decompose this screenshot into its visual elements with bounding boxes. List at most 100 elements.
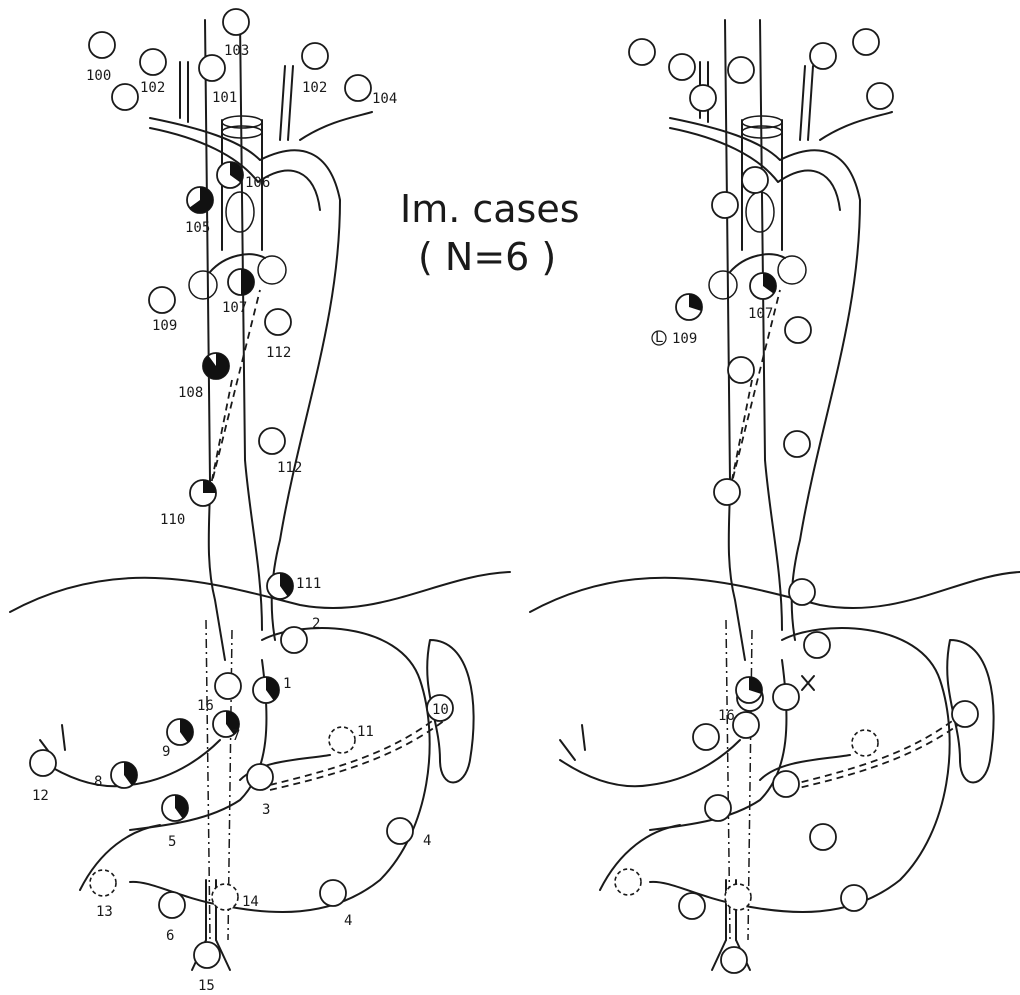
lymph-node-102a: [140, 49, 166, 75]
lymph-node-plain: [712, 192, 738, 218]
node-label-15: 15: [198, 978, 215, 994]
lymph-node-plain: [841, 885, 867, 911]
node-label-109: 109: [672, 331, 697, 347]
lymph-node-dashed: [615, 869, 641, 895]
node-label-1: 1: [283, 676, 291, 692]
lymph-node-plain: [867, 83, 893, 109]
lymph-node-plain: [804, 632, 830, 658]
node-label-12: 12: [32, 788, 49, 804]
node-label-105: 105: [185, 220, 210, 236]
lymph-node-plain: [789, 579, 815, 605]
node-label-4a: 4: [423, 833, 431, 849]
node-label-100a: 100: [86, 68, 111, 84]
lymph-node-112a: [265, 309, 291, 335]
lymph-node-plain: [773, 684, 799, 710]
node-label-110: 110: [160, 512, 185, 528]
subclavian-right: [800, 66, 813, 140]
lymph-node-3: [247, 764, 273, 790]
lymph-node-plain: [693, 724, 719, 750]
left-anatomy: [10, 20, 510, 970]
bronchus-ring: [226, 192, 254, 232]
cut-mark: [802, 676, 814, 690]
node-label-16: 16: [718, 708, 735, 724]
lymph-node-102b: [302, 43, 328, 69]
lymph-node-103: [223, 9, 249, 35]
lymph-node-100b: [112, 84, 138, 110]
lymph-node-101: [199, 55, 225, 81]
node-label-5: 5: [168, 834, 176, 850]
node-label-102b: 102: [302, 80, 327, 96]
arch-branch: [820, 112, 892, 140]
lymph-node-4b: [320, 880, 346, 906]
lymph-node-6: [159, 892, 185, 918]
bronchus-ring: [778, 256, 806, 284]
node-label-11: 11: [357, 724, 374, 740]
node-label-16: 16: [197, 698, 214, 714]
node-label-108: 108: [178, 385, 203, 401]
node-label-107: 107: [748, 306, 773, 322]
right-anatomy: [530, 20, 1020, 970]
node-label-109: 109: [152, 318, 177, 334]
node-label-2: 2: [312, 616, 320, 632]
lymph-node-plain: [773, 771, 799, 797]
side-marker-label: L: [655, 330, 663, 346]
node-label-10: 10: [432, 702, 449, 718]
subclavian-right: [280, 66, 293, 140]
right-node-layer: 107 109 16 L: [615, 29, 978, 973]
node-label-6: 6: [166, 928, 174, 944]
lesser-curvature: [130, 660, 267, 830]
node-label-8: 8: [94, 774, 102, 790]
lymph-node-plain: [669, 54, 695, 80]
lymph-node-108-metastasis: [203, 353, 229, 379]
node-label-13: 13: [96, 904, 113, 920]
lymph-node-14: [212, 884, 238, 910]
lymph-node-plain: [679, 893, 705, 919]
lymph-node-dashed: [852, 730, 878, 756]
node-label-101: 101: [212, 90, 237, 106]
splenic-artery: [270, 715, 440, 785]
bronchus-body: [730, 254, 785, 272]
lymph-node-112b: [259, 428, 285, 454]
lymph-node-plain: [810, 824, 836, 850]
arch-branch: [300, 112, 372, 140]
bronchus-ring: [746, 192, 774, 232]
title-line-2: ( N=6 ): [418, 235, 556, 279]
lymph-node-plain: [785, 317, 811, 343]
lymph-node-2: [281, 627, 307, 653]
node-label-14: 14: [242, 894, 259, 910]
node-label-106: 106: [245, 175, 270, 191]
stomach-outline: [130, 628, 430, 912]
lymph-node-plain: [728, 357, 754, 383]
esophagus-left-wall: [725, 20, 745, 660]
lymph-node-104: [345, 75, 371, 101]
lymph-node-plain: [728, 57, 754, 83]
bronchus-ring: [709, 271, 737, 299]
lymph-node-plain: [705, 795, 731, 821]
lymph-node-15: [194, 942, 220, 968]
stomach-outline: [650, 628, 950, 912]
lymph-node-11: [329, 727, 355, 753]
lymph-node-110-metastasis: [203, 480, 216, 493]
node-label-107: 107: [222, 300, 247, 316]
lymph-node-12: [30, 750, 56, 776]
diaphragm-line: [530, 572, 1020, 612]
node-label-104: 104: [372, 91, 397, 107]
node-label-111: 111: [296, 576, 321, 592]
subclavian-left: [180, 62, 188, 122]
node-label-3: 3: [262, 802, 270, 818]
lymph-node-16: [215, 673, 241, 699]
bronchus-ring: [258, 256, 286, 284]
lymph-channel: [208, 380, 232, 500]
lymph-node-100a: [89, 32, 115, 58]
lymph-node-dashed: [725, 884, 751, 910]
hepatic-branch: [560, 725, 585, 760]
lymph-node-plain: [853, 29, 879, 55]
node-label-112a: 112: [266, 345, 291, 361]
esophagus-left-wall: [205, 20, 225, 660]
lymph-node-plain: [690, 85, 716, 111]
title-line-1: Im. cases: [400, 187, 580, 231]
lymph-node-4a: [387, 818, 413, 844]
lymph-node-plain: [952, 701, 978, 727]
lymph-node-13: [90, 870, 116, 896]
